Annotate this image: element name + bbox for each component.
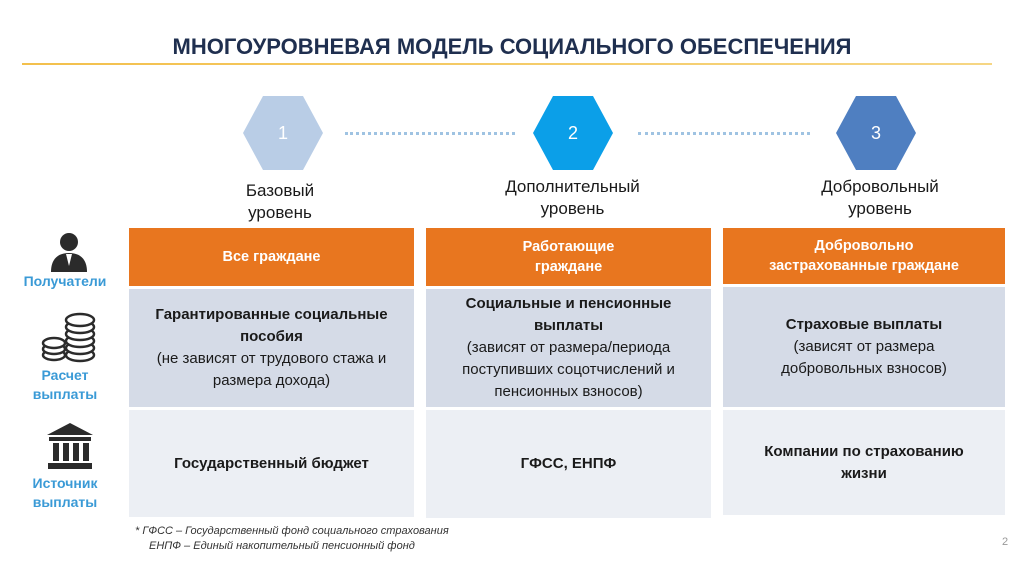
level-3-number: 3 <box>870 122 881 143</box>
bank-building-icon <box>47 423 93 469</box>
row-label-payment-line: выплаты <box>32 386 98 402</box>
row-label-payment-line: Расчет <box>41 367 89 383</box>
row-label-source-line: Источник <box>32 475 98 491</box>
recipients-text: застрахованные граждане <box>769 258 959 274</box>
level-1-number: 1 <box>277 122 288 143</box>
level-3-name-line: Добровольный <box>821 177 939 196</box>
level-2-number: 2 <box>567 122 578 143</box>
column-2-source-cell: ГФСС, ЕНПФ <box>426 410 711 518</box>
payment-note-line: (зависят от размера <box>793 338 935 355</box>
column-1-payment-cell: Гарантированные социальные пособия (не з… <box>129 289 414 407</box>
level-1-hexagon: 1 <box>243 96 323 170</box>
slide-title: МНОГОУРОВНЕВАЯ МОДЕЛЬ СОЦИАЛЬНОГО ОБЕСПЕ… <box>172 34 852 59</box>
payment-title-line: Страховые выплаты <box>785 316 943 333</box>
column-1-recipients-header: Все граждане <box>129 228 414 286</box>
person-icon <box>51 233 87 272</box>
recipients-text: Работающие <box>522 239 615 255</box>
payment-title-line: пособия <box>240 328 303 345</box>
recipients-text: Добровольно <box>814 238 914 254</box>
dotted-connector-2-3 <box>638 132 810 135</box>
level-1-name-line: Базовый <box>245 181 315 200</box>
recipients-text: Все граждане <box>222 249 321 265</box>
footnote-line: * ГФСС – Государственный фонд социальног… <box>135 525 449 537</box>
column-1-source-cell: Государственный бюджет <box>129 410 414 517</box>
row-label-source-line: выплаты <box>32 494 98 510</box>
recipients-text: граждане <box>534 259 603 275</box>
page-number: 2 <box>1002 536 1009 548</box>
source-text: Компании по страхованию <box>764 442 964 460</box>
column-3-source-cell: Компании по страхованию жизни <box>723 410 1005 515</box>
payment-title-line: Гарантированные социальные <box>155 306 388 323</box>
level-1-name-line: уровень <box>248 203 312 222</box>
source-text: Государственный бюджет <box>174 454 369 472</box>
level-2-name: Дополнительный уровень <box>470 176 675 220</box>
title-underline <box>22 63 992 65</box>
payment-title-line: Социальные и пенсионные <box>465 295 672 312</box>
column-3-recipients-header: Добровольно застрахованные граждане <box>723 228 1005 284</box>
footnote-line: ЕНПФ – Единый накопительный пенсионный ф… <box>149 540 415 552</box>
dotted-connector-1-2 <box>345 132 515 135</box>
column-3-payment-cell: Страховые выплаты (зависят от размера до… <box>723 287 1005 407</box>
payment-title-line: выплаты <box>533 317 604 334</box>
row-label-source: Источник выплаты <box>10 474 120 512</box>
row-label-recipients: Получатели <box>23 273 107 289</box>
source-text: ГФСС, ЕНПФ <box>520 455 617 472</box>
column-2-recipients-header: Работающие граждане <box>426 228 711 286</box>
level-3-name-line: уровень <box>848 199 912 218</box>
level-3-name: Добровольный уровень <box>780 176 980 220</box>
row-label-payment: Расчет выплаты <box>10 366 120 404</box>
footnote: * ГФСС – Государственный фонд социальног… <box>135 524 449 554</box>
level-2-name-line: Дополнительный <box>505 177 640 196</box>
coins-icon <box>41 312 96 363</box>
payment-note-line: поступивших соцотчислений и <box>462 361 675 378</box>
level-2-name-line: уровень <box>540 199 605 218</box>
level-2-hexagon: 2 <box>533 96 613 170</box>
payment-note-line: добровольных взносов) <box>781 360 947 377</box>
payment-note-line: пенсионных взносов) <box>494 383 643 400</box>
column-2-payment-cell: Социальные и пенсионные выплаты (зависят… <box>426 289 711 407</box>
level-3-hexagon: 3 <box>836 96 916 170</box>
payment-note-line: размера дохода) <box>212 372 331 389</box>
payment-note-line: (не зависят от трудового стажа и <box>156 350 387 367</box>
level-1-name: Базовый уровень <box>180 180 380 224</box>
source-text: жизни <box>841 464 887 482</box>
payment-note-line: (зависят от размера/периода <box>466 339 671 356</box>
